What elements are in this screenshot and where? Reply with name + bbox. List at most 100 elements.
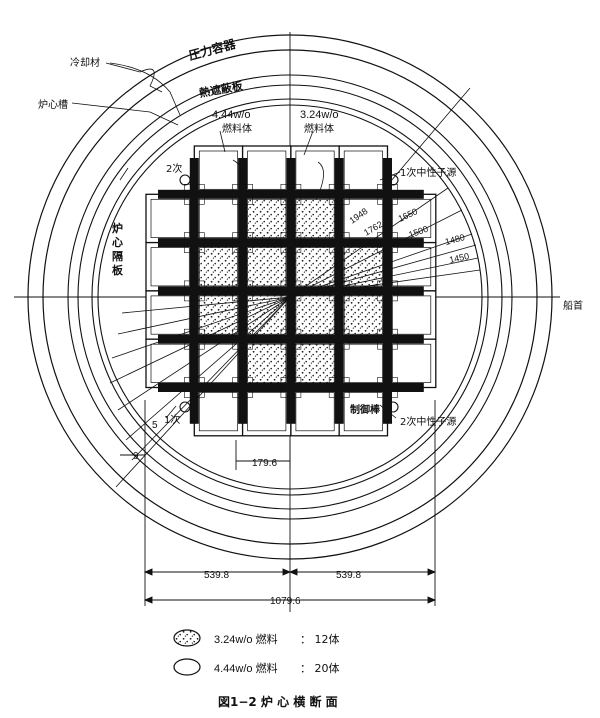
fuel-assembly-324 — [241, 241, 292, 292]
assembly-inner-outline — [247, 247, 287, 287]
label-pressure-vessel: 圧力容器 — [187, 36, 238, 63]
control-rod-blade-horizontal — [158, 286, 424, 296]
legend-dotted-marker — [173, 629, 201, 647]
assembly-inner-outline — [295, 392, 335, 432]
fuel-assembly-444 — [338, 145, 389, 195]
label-axis-bow: 船首 — [563, 299, 583, 312]
primary-neutron-source-marker — [387, 174, 399, 186]
fuel-assembly-444 — [241, 386, 292, 437]
assembly-inner-outline — [343, 392, 383, 432]
control-rod-blade-horizontal — [158, 334, 424, 344]
label-baffle-vertical: 炉心隔板 — [112, 221, 124, 277]
fuel-assembly-324 — [241, 338, 292, 389]
fuel-assembly-444 — [290, 386, 340, 437]
label-core-barrel: 炉心槽 — [38, 98, 68, 111]
assembly-inner-outline — [392, 295, 432, 335]
fuel-assembly-444 — [193, 193, 244, 244]
fuel-assembly-444 — [193, 145, 244, 195]
fuel-assembly-324 — [290, 338, 340, 389]
assembly-inner-outline — [150, 295, 190, 335]
fuel-assembly-324 — [338, 290, 389, 340]
assembly-inner-outline — [295, 150, 335, 190]
fuel-assembly-324 — [338, 241, 389, 292]
control-rod-blade-horizontal — [158, 383, 424, 392]
label-fuel-444: 4.44w/o — [212, 109, 251, 121]
fuel-assembly-444 — [145, 241, 195, 292]
radial-dimension-lines — [109, 87, 481, 488]
label-fuel-324-sub: 燃料体 — [304, 122, 334, 135]
fuel-assembly-444 — [386, 290, 437, 340]
legend-item1-count: ： 12体 — [300, 632, 340, 646]
assembly-inner-outline — [295, 343, 335, 383]
assembly-inner-outline — [343, 247, 383, 287]
label-secondary-left: 2次 — [166, 162, 182, 175]
label-control-rod: 制御棒 — [350, 403, 381, 416]
fuel-assembly-324 — [290, 193, 340, 244]
assembly-inner-outline — [295, 198, 335, 238]
control-rod-blade-vertical — [383, 158, 392, 424]
dim-half-left: 539.8 — [204, 570, 229, 581]
label-num-five: 5 — [152, 420, 158, 431]
fuel-assembly-444 — [290, 145, 340, 195]
assembly-inner-outline — [343, 343, 383, 383]
assembly-inner-outline — [247, 150, 287, 190]
control-rods — [158, 158, 424, 424]
secondary-source-lower-marker — [387, 401, 399, 413]
assembly-inner-outline — [198, 198, 238, 238]
assembly-inner-outline — [247, 392, 287, 432]
dim-half-right: 539.8 — [336, 570, 361, 581]
fuel-assembly-324 — [241, 193, 292, 244]
assembly-inner-outline — [392, 343, 432, 383]
figure-caption: 図1−2 炉 心 横 断 面 — [218, 694, 338, 709]
dim-1480: 1480 — [444, 232, 466, 247]
assembly-inner-outline — [295, 295, 335, 335]
label-primary-neutron-source: 1次中性子源 — [400, 166, 456, 179]
fuel-assembly-444 — [193, 386, 244, 437]
fuel-assembly-444 — [386, 338, 437, 389]
fuel-assembly-324 — [290, 241, 340, 292]
primary-source-lower-marker — [179, 401, 191, 413]
label-coolant: 冷却材 — [70, 56, 100, 69]
fuel-assembly-444 — [145, 193, 195, 244]
legend-item2-count: ： 20体 — [300, 661, 340, 675]
dim-pitch: 179.6 — [252, 458, 277, 469]
assembly-inner-outline — [343, 198, 383, 238]
legend-item1-name: 3.24w/o 燃料 — [214, 632, 278, 646]
label-num-nine: 9 — [133, 451, 139, 462]
fuel-assembly-324 — [193, 241, 244, 292]
assembly-inner-outline — [247, 198, 287, 238]
label-primary-left: 1次 — [164, 413, 180, 426]
fuel-assembly-324 — [193, 290, 244, 340]
assembly-inner-outline — [198, 392, 238, 432]
fuel-assembly-324 — [290, 290, 340, 340]
legend-plain-marker — [173, 658, 201, 676]
legend: 3.24w/o 燃料 ： 12体 4.44w/o 燃料 ： 20体 — [173, 629, 340, 676]
assembly-inner-outline — [392, 198, 432, 238]
assembly-inner-outline — [198, 247, 238, 287]
control-rod-blade-vertical — [334, 158, 344, 424]
assembly-inner-outline — [247, 295, 287, 335]
assembly-inner-outline — [343, 295, 383, 335]
fuel-assembly-444 — [241, 145, 292, 195]
assembly-inner-outline — [247, 343, 287, 383]
assembly-inner-outline — [150, 198, 190, 238]
label-fuel-444-sub: 燃料体 — [222, 122, 252, 135]
dim-total: 1079.6 — [270, 596, 301, 607]
dim-1450: 1450 — [448, 251, 470, 265]
secondary-neutron-source-marker — [179, 174, 191, 186]
legend-item2-name: 4.44w/o 燃料 — [214, 661, 278, 675]
fuel-assembly-444 — [386, 241, 437, 292]
label-fuel-324: 3.24w/o — [300, 109, 339, 121]
fuel-assembly-444 — [338, 386, 389, 437]
svg-text:炉心隔板: 炉心隔板 — [112, 221, 124, 277]
assembly-inner-outline — [150, 247, 190, 287]
assembly-inner-outline — [343, 150, 383, 190]
label-secondary-neutron-source: 2次中性子源 — [400, 415, 456, 428]
fuel-assembly-444 — [338, 338, 389, 389]
leader-lines — [71, 62, 401, 419]
assembly-inner-outline — [198, 150, 238, 190]
fuel-assembly-444 — [193, 338, 244, 389]
bottom-dimension-lines — [120, 400, 437, 606]
